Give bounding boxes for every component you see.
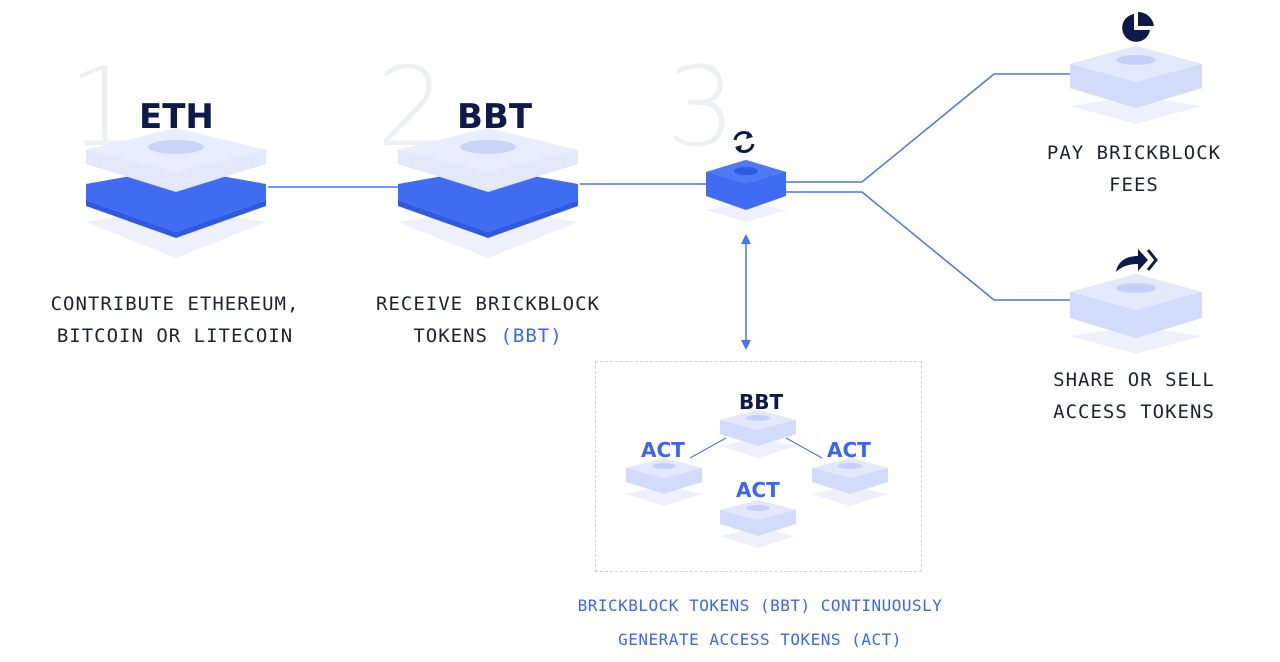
eth-label: ETH bbox=[139, 97, 214, 137]
gen-bbt-block bbox=[720, 410, 796, 458]
step3-block bbox=[706, 160, 786, 222]
refresh-icon bbox=[733, 131, 755, 153]
generation-caption-line1: BRICKBLOCK TOKENS (BBT) CONTINUOUSLY bbox=[577, 596, 943, 615]
share-caption: SHARE OR SELL ACCESS TOKENS bbox=[1020, 364, 1248, 428]
step-3-number: 3 bbox=[666, 43, 736, 171]
step-1-caption-line1: CONTRIBUTE ETHEREUM, bbox=[50, 293, 300, 315]
step-2-caption-bbt: (BBT) bbox=[500, 325, 563, 347]
generation-box bbox=[595, 361, 922, 572]
bbt-block-stack bbox=[398, 128, 578, 258]
step-2-caption-tokens: TOKENS bbox=[413, 325, 488, 347]
fees-caption: PAY BRICKBLOCK FEES bbox=[1020, 137, 1248, 201]
step-2-caption-line1: RECEIVE BRICKBLOCK bbox=[376, 293, 600, 315]
gen-act-left-block bbox=[626, 458, 702, 506]
connector-to-fees bbox=[786, 73, 1070, 183]
gen-act-right-label: ACT bbox=[827, 438, 871, 462]
step-1-caption-line2: BITCOIN OR LITECOIN bbox=[56, 325, 294, 347]
gen-line-left bbox=[689, 437, 727, 459]
step-2-caption: RECEIVE BRICKBLOCK TOKENS (BBT) bbox=[340, 288, 636, 352]
share-caption-line2: ACCESS TOKENS bbox=[1053, 401, 1215, 423]
gen-bbt-label: BBT bbox=[739, 390, 784, 414]
gen-line-right bbox=[785, 437, 823, 459]
gen-act-right-block bbox=[812, 458, 888, 506]
gen-act-bottom-label: ACT bbox=[736, 478, 780, 502]
step-1-caption: CONTRIBUTE ETHEREUM, BITCOIN OR LITECOIN bbox=[20, 288, 330, 352]
step-2-caption-line2: TOKENS (BBT) bbox=[340, 320, 636, 352]
fees-block bbox=[1070, 46, 1202, 124]
share-block bbox=[1070, 274, 1202, 354]
bbt-label: BBT bbox=[457, 97, 533, 137]
generation-caption: BRICKBLOCK TOKENS (BBT) CONTINUOUSLY GEN… bbox=[520, 589, 1000, 657]
share-caption-line1: SHARE OR SELL bbox=[1053, 369, 1215, 391]
gen-act-left-label: ACT bbox=[641, 438, 685, 462]
generation-caption-line2: GENERATE ACCESS TOKENS (ACT) bbox=[618, 630, 902, 649]
pie-chart-icon bbox=[1122, 11, 1154, 42]
fees-caption-line2: FEES bbox=[1109, 174, 1159, 196]
connector-to-share bbox=[786, 191, 1070, 301]
eth-block-stack bbox=[86, 128, 266, 258]
fees-caption-line1: PAY BRICKBLOCK bbox=[1046, 142, 1222, 164]
gen-act-bottom-block bbox=[720, 500, 796, 548]
share-arrows-icon bbox=[1116, 249, 1158, 272]
